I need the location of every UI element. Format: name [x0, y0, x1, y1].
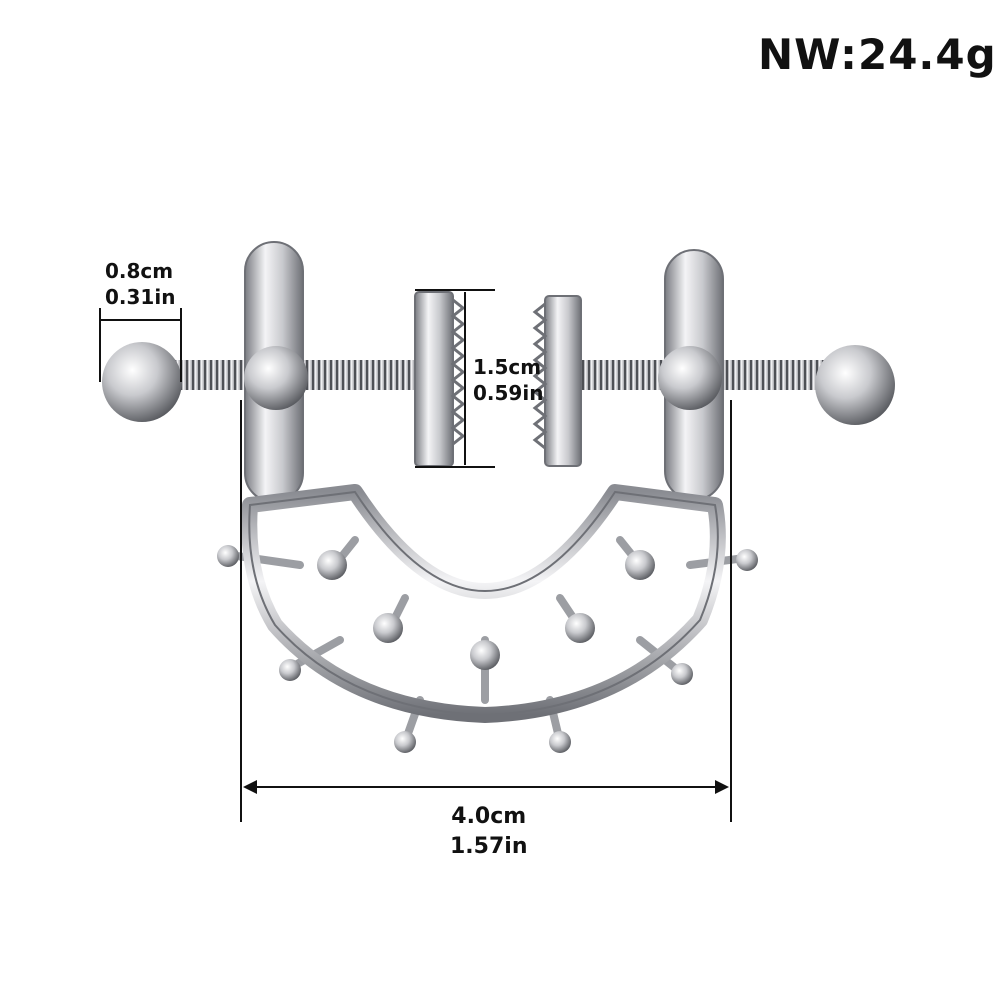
net-weight-label: NW:24.4g — [758, 30, 997, 79]
total-width-cm: 4.0cm — [451, 804, 527, 829]
shield-frame-outline — [248, 490, 719, 717]
decorative-balls — [217, 545, 758, 753]
ball-width-dimension: 0.8cm 0.31in — [105, 258, 175, 310]
pad-gap-cm: 1.5cm — [473, 355, 542, 379]
total-width-in: 1.57in — [450, 834, 528, 859]
total-width-dimension: 4.0cm 1.57in — [450, 802, 527, 862]
pad-gap-in: 0.59in — [473, 381, 544, 405]
left-collar-ball — [244, 346, 308, 410]
right-end-ball — [815, 345, 895, 425]
ball-width-cm: 0.8cm — [105, 259, 174, 283]
pad-gap-dimension: 1.5cm 0.59in — [473, 354, 543, 406]
right-collar-ball — [658, 346, 722, 410]
ball-width-in: 0.31in — [105, 285, 176, 309]
dimension-lines — [99, 289, 732, 822]
left-end-ball — [102, 342, 182, 422]
left-clamp-pad — [414, 291, 466, 467]
right-clamp-pad — [532, 295, 582, 467]
